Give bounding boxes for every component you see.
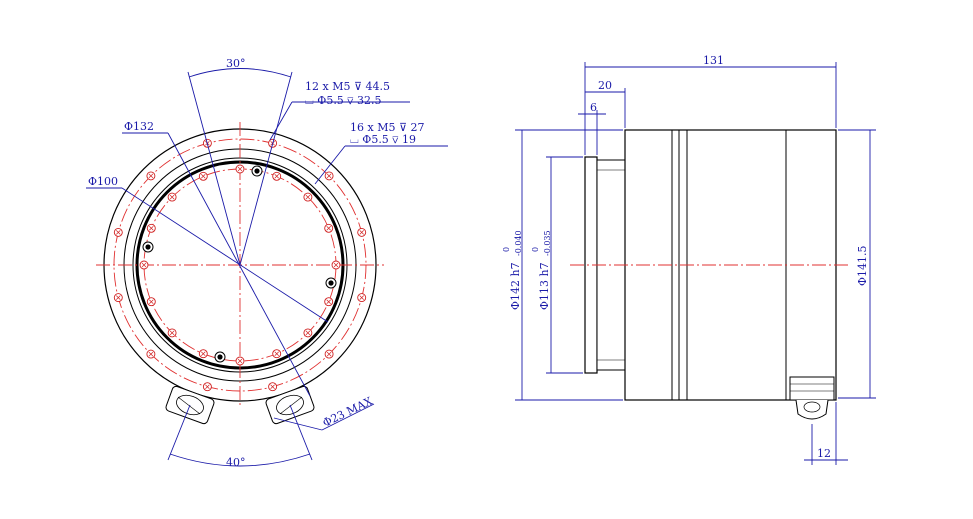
bolt-hole-mark — [274, 174, 279, 179]
side-view: 131 20 6 Φ142 h7 0 -0.040 — [502, 54, 876, 465]
inner-bolt-holes — [139, 164, 341, 366]
dia-142-label: Φ142 h7 — [509, 262, 522, 310]
threaded-hole — [145, 244, 151, 250]
dia-113-tol-lower: -0.035 — [543, 230, 552, 256]
bolt-hole-mark — [169, 330, 175, 336]
dia-132-label: Φ132 — [124, 120, 154, 133]
dim-dia-113: Φ113 h7 0 -0.035 — [531, 156, 583, 374]
threaded-hole — [217, 354, 223, 360]
side-cable-gland — [789, 376, 835, 420]
bolt-hole-mark — [205, 384, 210, 389]
front-view: 30° 40° Φ132 Φ100 Φ23 MAX — [86, 57, 448, 469]
bolt-hole-mark — [326, 299, 331, 304]
hole-note-outer-line1: 12 x M5 ⊽ 44.5 — [305, 80, 390, 93]
hole-note-outer-line2: ⌴ Φ5.5 ⊽ 32.5 — [305, 94, 382, 107]
dim-dia-142: Φ142 h7 0 -0.040 — [502, 129, 623, 401]
hole-note-inner-line1: 16 x M5 ⊽ 27 — [350, 121, 425, 134]
bolt-hole-mark — [326, 351, 332, 357]
angle-dimension-bottom: 40° — [167, 404, 313, 469]
dia-113-tol-upper: 0 — [531, 247, 540, 252]
bolt-hole-mark — [359, 230, 364, 235]
threaded-holes — [142, 165, 337, 363]
dim-12-label: 12 — [817, 447, 831, 460]
bolt-hole-mark — [237, 358, 243, 364]
angle-bottom-label: 40° — [226, 456, 246, 469]
dim-131-label: 131 — [703, 54, 724, 67]
bolt-hole-mark — [270, 384, 275, 389]
bolt-hole-mark — [274, 351, 279, 356]
dia-100-dimension: Φ100 — [86, 175, 329, 323]
dia-142-tol-lower: -0.040 — [514, 230, 523, 256]
bolt-hole-mark — [169, 194, 175, 200]
bolt-hole-mark — [201, 174, 206, 179]
bolt-hole-mark — [237, 166, 243, 172]
bolt-hole-mark — [149, 226, 154, 231]
dia-141-5-label: Φ141.5 — [856, 245, 869, 286]
bolt-hole-mark — [148, 173, 154, 179]
dim-6: 6 — [578, 101, 606, 155]
bolt-hole-mark — [141, 262, 147, 268]
bolt-hole-mark — [201, 351, 206, 356]
threaded-hole — [328, 280, 334, 286]
bolt-hole-mark — [305, 194, 311, 200]
bolt-hole-mark — [326, 173, 332, 179]
dim-6-label: 6 — [590, 101, 597, 114]
dim-12: 12 — [804, 402, 848, 465]
outer-bolt-holes — [113, 138, 367, 392]
bolt-hole-mark — [333, 262, 339, 268]
dia-100-label: Φ100 — [88, 175, 118, 188]
hole-note-inner: 16 x M5 ⊽ 27 ⌴ Φ5.5 ⊽ 19 — [314, 121, 448, 185]
hole-note-outer: 12 x M5 ⊽ 44.5 ⌴ Φ5.5 ⊽ 32.5 — [269, 80, 410, 141]
angle-top-label: 30° — [226, 57, 246, 70]
bolt-hole-mark — [305, 330, 311, 336]
angle-dimension-top: 30° — [187, 57, 293, 266]
threaded-hole — [254, 168, 260, 174]
hole-note-inner-line2: ⌴ Φ5.5 ⊽ 19 — [350, 133, 416, 146]
dia-gland-label: Φ23 MAX — [321, 394, 375, 429]
dim-131: 131 — [584, 54, 837, 155]
dia-113-label: Φ113 h7 — [538, 262, 551, 310]
bolt-hole-mark — [116, 295, 121, 300]
bolt-hole-mark — [359, 295, 364, 300]
dia-142-tol-upper: 0 — [502, 247, 511, 252]
bolt-hole-mark — [149, 299, 154, 304]
dim-dia-141-5: Φ141.5 — [838, 129, 876, 399]
bolt-hole-mark — [148, 351, 154, 357]
bolt-hole-mark — [326, 226, 331, 231]
dim-20-label: 20 — [598, 79, 612, 92]
dim-20: 20 — [585, 79, 626, 128]
bolt-hole-mark — [116, 230, 121, 235]
